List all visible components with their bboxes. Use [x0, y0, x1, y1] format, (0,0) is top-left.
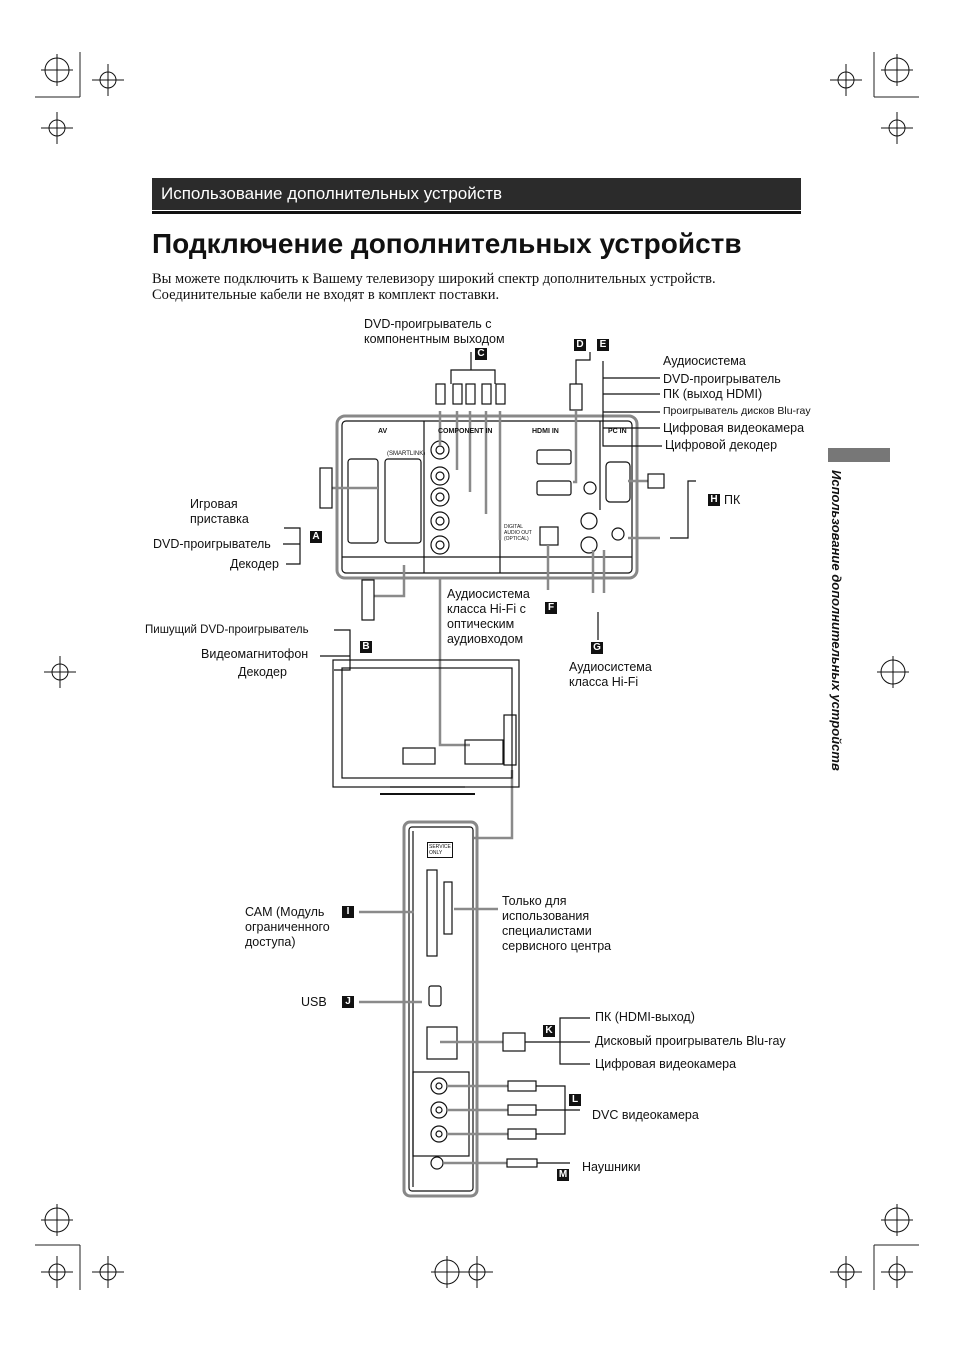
label-game: Игровая приставка [190, 497, 249, 526]
label-bluray-disc: Дисковый проигрыватель Blu-ray [595, 1034, 786, 1048]
label-pc-hdmi: ПК (выход HDMI) [663, 387, 763, 401]
label-dvd-recorder: Пишущий DVD-проигрыватель [145, 624, 309, 636]
banner-rule [152, 211, 801, 214]
label-decoder-b: Декодер [238, 665, 287, 679]
page-title: Подключение дополнительных устройств [152, 228, 742, 259]
label-hifi: Аудиосистема класса Hi-Fi [569, 660, 652, 689]
tag-b: B [360, 641, 372, 653]
tag-k: K [543, 1025, 555, 1037]
label-pc-hdmi-out: ПК (HDMI-выход) [595, 1010, 695, 1024]
tag-d: D [574, 339, 586, 351]
panel-optical-label: DIGITAL AUDIO OUT (OPTICAL) [504, 524, 532, 542]
label-usb: USB [301, 995, 327, 1009]
label-pc: ПК [724, 493, 741, 507]
label-hifi-optical: Аудиосистема класса Hi-Fi с оптическим а… [447, 587, 530, 646]
side-tab-marker [828, 448, 890, 462]
label-digital-decoder: Цифровой декодер [665, 438, 778, 452]
label-dvc: DVC видеокамера [592, 1108, 699, 1122]
intro-paragraph: Вы можете подключить к Вашему телевизору… [152, 271, 716, 303]
label-bluray-player: Проигрыватель дисков Blu-ray [663, 405, 811, 417]
tag-i: I [342, 906, 354, 918]
panel-service-label: SERVICE ONLY [427, 842, 453, 858]
tag-c: C [475, 348, 487, 360]
label-dvd-player-de: DVD-проигрыватель [663, 372, 781, 386]
label-decoder-a: Декодер [230, 557, 279, 571]
tag-e: E [597, 339, 609, 351]
tag-j: J [342, 996, 354, 1008]
tag-f: F [545, 602, 557, 614]
label-headphones: Наушники [582, 1160, 641, 1174]
tag-a: A [310, 531, 322, 543]
label-audio-system: Аудиосистема [663, 354, 746, 368]
section-banner: Использование дополнительных устройств [152, 178, 801, 210]
label-dvd-player-a: DVD-проигрыватель [153, 537, 271, 551]
label-dvd-component: DVD-проигрыватель с компонентным выходом [364, 317, 505, 346]
label-service-only: Только для использования специалистами с… [502, 894, 612, 953]
panel-smartlink-label: (SMARTLINK) [387, 451, 426, 457]
tag-l: L [569, 1094, 581, 1106]
tag-m: M [557, 1169, 569, 1181]
panel-hdmi-label: HDMI IN [532, 428, 559, 435]
label-camcorder-k: Цифровая видеокамера [595, 1057, 737, 1071]
label-cam: САМ (Модуль ограниченного доступа) [245, 905, 330, 949]
panel-pc-label: PC IN [608, 428, 627, 435]
panel-av-label: AV [378, 428, 388, 435]
label-camcorder-de: Цифровая видеокамера [663, 421, 805, 435]
panel-component-label: COMPONENT IN [438, 428, 493, 435]
tag-h: H [708, 494, 720, 506]
tag-g: G [591, 642, 603, 654]
label-vcr: Видеомагнитофон [201, 647, 309, 661]
